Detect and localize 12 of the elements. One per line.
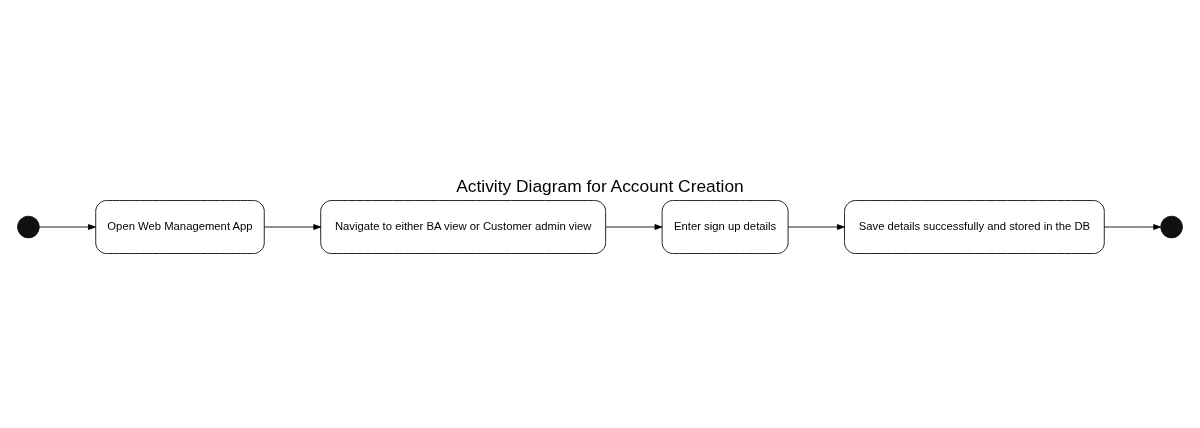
diagram-title: Activity Diagram for Account Creation <box>456 175 744 196</box>
node-circle <box>17 215 40 239</box>
node-box: Enter sign up details <box>661 200 789 254</box>
node-box: Open Web Management App <box>95 200 265 254</box>
node-circle <box>1160 215 1183 239</box>
arrow <box>787 224 845 230</box>
arrow <box>605 224 663 230</box>
arrow <box>38 224 96 230</box>
arrow <box>264 224 322 230</box>
node-box: Save details successfully and stored in the DB <box>844 200 1105 254</box>
arrow <box>1103 224 1162 230</box>
node-box: Navigate to either BA view or Customer admin view <box>320 200 607 254</box>
